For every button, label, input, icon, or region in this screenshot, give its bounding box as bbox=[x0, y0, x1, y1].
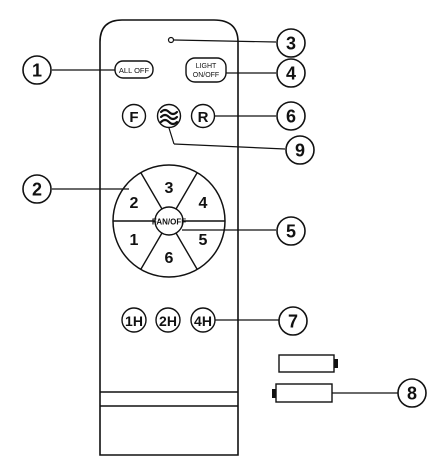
svg-text:4: 4 bbox=[286, 64, 296, 84]
speed-1-label: 1 bbox=[130, 232, 139, 249]
svg-text:2: 2 bbox=[32, 180, 42, 200]
speed-3-button[interactable]: 3 bbox=[165, 180, 174, 197]
light-label-line1: LIGHT bbox=[196, 63, 217, 70]
callout-4: 4 bbox=[276, 58, 306, 88]
speed-6-button[interactable]: 6 bbox=[165, 250, 174, 267]
forward-button[interactable]: F bbox=[121, 103, 147, 129]
all-off-button[interactable]: ALL OFF bbox=[114, 60, 154, 79]
callout-1: 1 bbox=[22, 55, 52, 85]
timer-2h-label: 2H bbox=[159, 313, 177, 329]
svg-text:3: 3 bbox=[286, 34, 296, 54]
light-label-line2: ON/OFF bbox=[193, 72, 219, 79]
reverse-label: R bbox=[198, 109, 209, 126]
speed-2-label: 2 bbox=[130, 195, 139, 212]
led-indicator-icon bbox=[167, 36, 175, 44]
callout-5: 5 bbox=[276, 216, 306, 246]
callout-2: 2 bbox=[22, 174, 52, 204]
svg-text:6: 6 bbox=[286, 107, 296, 127]
callout-7: 7 bbox=[278, 306, 308, 336]
fan-off-button[interactable]: FAN/OFF bbox=[152, 206, 186, 236]
callout-9: 9 bbox=[285, 135, 315, 165]
forward-label: F bbox=[129, 109, 138, 126]
leader-lines bbox=[52, 39, 398, 394]
speed-4-label: 4 bbox=[199, 195, 208, 212]
callout-8: 8 bbox=[397, 378, 427, 408]
timer-4h-label: 4H bbox=[194, 313, 212, 329]
speed-1-button[interactable]: 1 bbox=[130, 232, 139, 249]
breeze-button[interactable] bbox=[156, 103, 182, 129]
light-on-off-button[interactable]: LIGHT ON/OFF bbox=[185, 57, 227, 83]
svg-text:8: 8 bbox=[407, 384, 417, 404]
reverse-button[interactable]: R bbox=[190, 103, 216, 129]
all-off-label: ALL OFF bbox=[119, 66, 150, 75]
svg-text:9: 9 bbox=[295, 141, 305, 161]
timer-1h-button[interactable]: 1H bbox=[121, 307, 147, 333]
svg-text:1: 1 bbox=[32, 61, 42, 81]
speed-5-label: 5 bbox=[199, 232, 208, 249]
timer-4h-button[interactable]: 4H bbox=[190, 307, 216, 333]
speed-4-button[interactable]: 4 bbox=[199, 195, 208, 212]
battery-icon bbox=[272, 383, 333, 403]
callout-6: 6 bbox=[276, 101, 306, 131]
fan-off-label: FAN/OFF bbox=[152, 218, 186, 227]
svg-text:5: 5 bbox=[286, 222, 296, 242]
callout-3: 3 bbox=[276, 28, 306, 58]
speed-6-label: 6 bbox=[165, 250, 174, 267]
breeze-wave-icon bbox=[159, 108, 179, 126]
svg-text:7: 7 bbox=[288, 312, 298, 332]
speed-3-label: 3 bbox=[165, 180, 174, 197]
speed-5-button[interactable]: 5 bbox=[199, 232, 208, 249]
timer-2h-button[interactable]: 2H bbox=[155, 307, 181, 333]
battery-icon bbox=[278, 354, 338, 373]
timer-1h-label: 1H bbox=[125, 313, 143, 329]
speed-2-button[interactable]: 2 bbox=[130, 195, 139, 212]
